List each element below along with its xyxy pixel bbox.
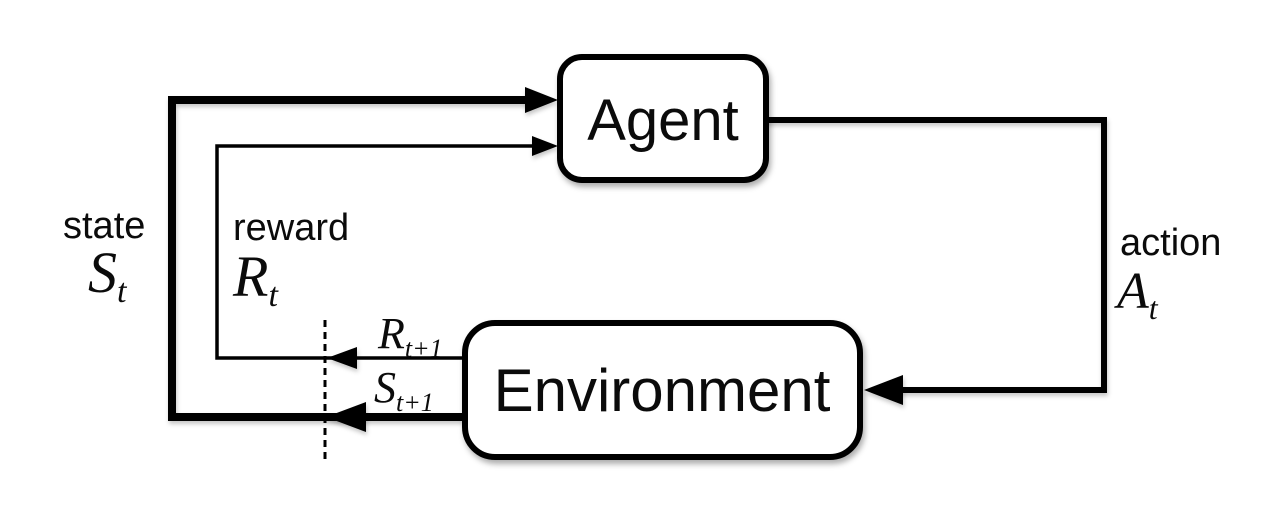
next-state-symbol-main: S xyxy=(374,363,396,412)
flow-lines xyxy=(168,96,1107,421)
next-reward-arrowhead-icon xyxy=(327,347,357,369)
action-symbol-main: A xyxy=(1114,263,1149,320)
action-symbol: At xyxy=(1114,263,1159,326)
agent-box xyxy=(557,54,769,183)
reward-symbol: Rt xyxy=(232,244,279,314)
state-symbol-subscript: t xyxy=(117,273,128,310)
state-symbol-main: S xyxy=(88,240,117,305)
action-symbol-subscript: t xyxy=(1149,290,1159,326)
state-word-label: state xyxy=(63,205,145,247)
reward-word-label: reward xyxy=(233,207,349,249)
reward-arrowhead-into-agent-icon xyxy=(532,136,558,156)
reward-symbol-subscript: t xyxy=(268,277,279,314)
next-reward-symbol-subscript: t+1 xyxy=(405,334,443,363)
action-flow-line xyxy=(763,117,1107,393)
agent-label: Agent xyxy=(587,88,739,153)
next-state-symbol-subscript: t+1 xyxy=(396,388,434,417)
action-arrowhead-into-environment-icon xyxy=(864,375,903,405)
next-reward-symbol-main: R xyxy=(377,309,405,358)
state-flow-line xyxy=(168,96,528,421)
environment-label: Environment xyxy=(494,357,831,424)
reward-symbol-main: R xyxy=(232,244,268,309)
next-state-arrowhead-icon xyxy=(326,402,366,432)
arrowheads xyxy=(326,87,558,432)
node-boxes xyxy=(462,54,863,460)
state-symbol: St xyxy=(88,240,128,310)
state-arrowhead-into-agent-icon xyxy=(525,87,558,113)
next-reward-symbol: Rt+1 xyxy=(377,309,443,363)
action-word-label: action xyxy=(1120,222,1221,264)
next-state-symbol: St+1 xyxy=(374,363,434,417)
environment-box xyxy=(462,320,863,460)
